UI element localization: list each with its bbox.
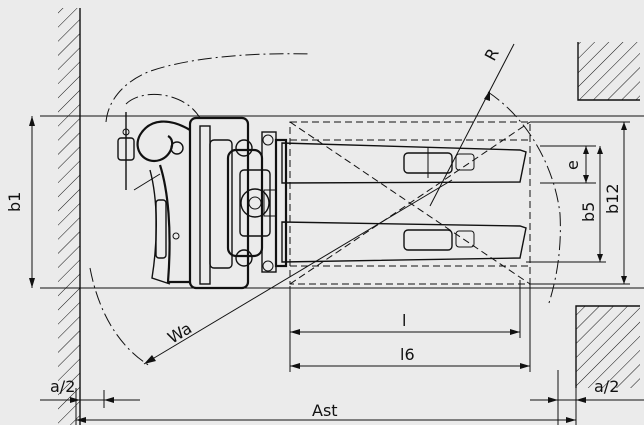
dim-l6 (290, 284, 531, 372)
truck-chassis (188, 116, 288, 290)
label-b5: b5 (579, 202, 598, 222)
label-b12: b12 (603, 183, 622, 214)
turning-radius-arcs (89, 53, 561, 367)
dim-b5 (526, 146, 606, 263)
label-e: e (563, 160, 582, 170)
dim-a2-right (530, 397, 644, 403)
label-wa: Wa (164, 318, 195, 347)
dim-l (289, 280, 521, 372)
label-ast: Ast (312, 401, 338, 420)
label-a2-left: a/2 (50, 377, 75, 396)
label-r: R (481, 45, 503, 64)
label-l: l (402, 311, 406, 330)
dim-b1 (29, 116, 35, 288)
label-a2-right: a/2 (594, 377, 619, 396)
right-bottom-wall (575, 305, 640, 388)
label-l6: l6 (400, 345, 415, 364)
pallet-outline (289, 121, 531, 285)
dim-e (540, 145, 596, 184)
fork-lower (281, 221, 527, 263)
aisle-outline (40, 115, 644, 289)
tiller-handle (117, 112, 191, 285)
dim-a2-left (40, 390, 140, 408)
dim-ast (75, 370, 577, 425)
fork-upper (281, 142, 527, 184)
dim-b12 (530, 121, 630, 285)
dim-wa (143, 179, 453, 365)
label-b1: b1 (5, 192, 24, 212)
right-top-wall (577, 42, 640, 101)
dim-r (429, 43, 515, 207)
left-wall (58, 8, 81, 425)
